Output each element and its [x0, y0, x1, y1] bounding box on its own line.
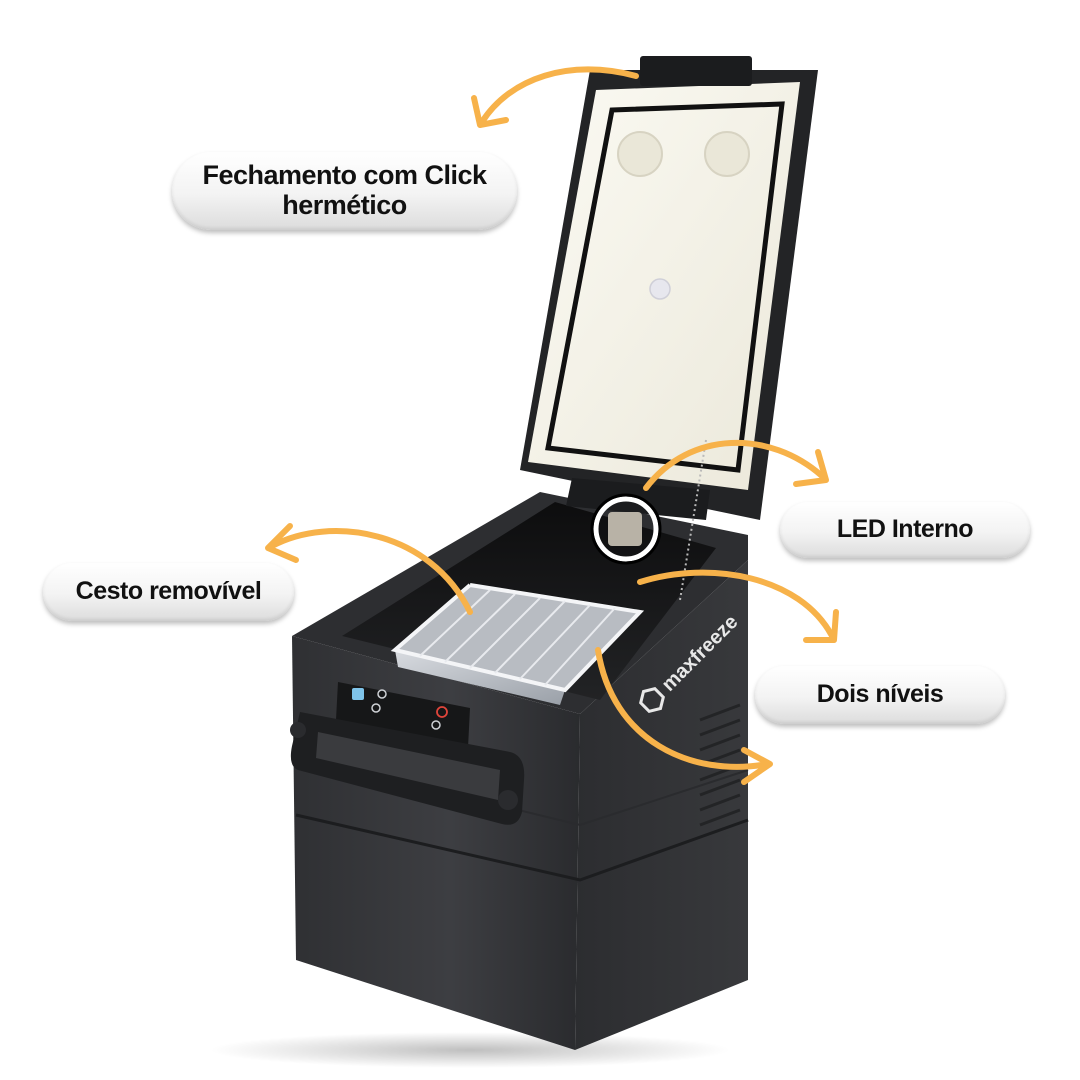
lid-latch [640, 56, 752, 86]
control-panel [336, 682, 470, 748]
up-arrow-icon [377, 689, 387, 699]
callout-internal-led: LED Interno [780, 502, 1030, 558]
callout-hermetic-line1: Fechamento com Click [202, 160, 487, 191]
arrow-to-levels-label-bottom [595, 647, 773, 785]
callout-hermetic-line2: hermético [282, 190, 407, 220]
floor-shadow [210, 1032, 730, 1068]
arrow-to-levels-label-top [637, 569, 839, 643]
internal-led [590, 493, 662, 565]
arrow-to-led-label [643, 439, 829, 491]
callout-removable-basket: Cesto removível [43, 563, 294, 621]
down-arrow-icon [371, 703, 381, 713]
lid-light-sensor [649, 278, 671, 300]
cooler-side-face [575, 560, 748, 1050]
mode-button-icon [431, 720, 441, 730]
callout-led-text: LED Interno [836, 515, 974, 544]
cup-holder-left [617, 131, 663, 177]
base-seam [295, 813, 749, 882]
callout-two-levels: Dois níveis [755, 666, 1005, 724]
open-lid [520, 56, 818, 601]
wire-basket [390, 583, 645, 705]
callout-hermetic-closure: Fechamento com Click hermético [172, 152, 517, 230]
callout-levels-text: Dois níveis [816, 680, 944, 709]
arrow-to-hermetic-label [471, 66, 639, 128]
arrow-to-basket-label [265, 523, 473, 615]
snowflake-button-icon [352, 688, 364, 700]
cup-holder-right [704, 131, 750, 177]
callout-basket-text: Cesto removível [75, 577, 262, 606]
carry-handle [290, 712, 525, 825]
power-button-icon [436, 706, 448, 718]
